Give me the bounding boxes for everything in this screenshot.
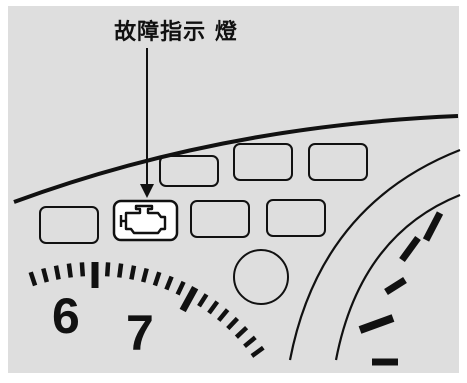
cluster-edge-curve: [13, 114, 459, 204]
panel-background: [8, 6, 459, 373]
check-engine-icon: [119, 204, 167, 235]
gauge-tick: [207, 300, 220, 315]
indicator-lamps: [39, 143, 368, 244]
tachometer-ticks: [28, 262, 265, 358]
gauge-tick: [226, 316, 240, 331]
gauge-tick: [358, 314, 395, 334]
gauge-tick: [250, 345, 265, 358]
gauge-tick: [53, 265, 61, 280]
speedometer-rim: [288, 148, 461, 361]
gauge-tick: [66, 263, 73, 278]
gauge-tick: [28, 271, 38, 287]
gauge-tick: [164, 275, 174, 291]
malfunction-indicator-label: 故障指示 燈: [114, 20, 238, 45]
gauge-tick: [152, 271, 162, 287]
gauge-tick: [422, 211, 444, 242]
round-indicator-lamp: [233, 249, 289, 305]
gauge-tick: [216, 308, 230, 322]
gauge-tick: [141, 267, 149, 283]
gauge-tick: [234, 325, 249, 339]
speedometer-ticks: [358, 211, 444, 366]
gauge-tick: [79, 262, 86, 277]
indicator-lamp: [266, 199, 326, 237]
gauge-tick: [197, 293, 209, 308]
gauge-tick: [129, 265, 137, 280]
gauge-tick: [175, 280, 186, 296]
gauge-tick: [41, 267, 49, 283]
gauge-tick: [399, 235, 421, 263]
indicator-lamp: [39, 206, 99, 244]
speedometer-outer-arc: [288, 148, 461, 361]
speedometer-inner-arc: [334, 193, 461, 361]
gauge-tick: [117, 263, 124, 278]
gauge-number-6: 6: [52, 288, 80, 344]
indicator-lamp: [190, 200, 250, 238]
malfunction-indicator-lamp: [112, 199, 179, 242]
indicator-lamp: [233, 143, 293, 181]
indicator-lamp: [308, 143, 368, 181]
gauge-tick: [384, 277, 407, 295]
gauge-number-7: 7: [126, 305, 154, 361]
indicator-lamp: [159, 155, 219, 187]
gauge-tick: [179, 286, 199, 313]
callout-arrow: [140, 48, 154, 198]
gauge-tick: [104, 262, 111, 277]
gauge-tick: [243, 335, 257, 349]
